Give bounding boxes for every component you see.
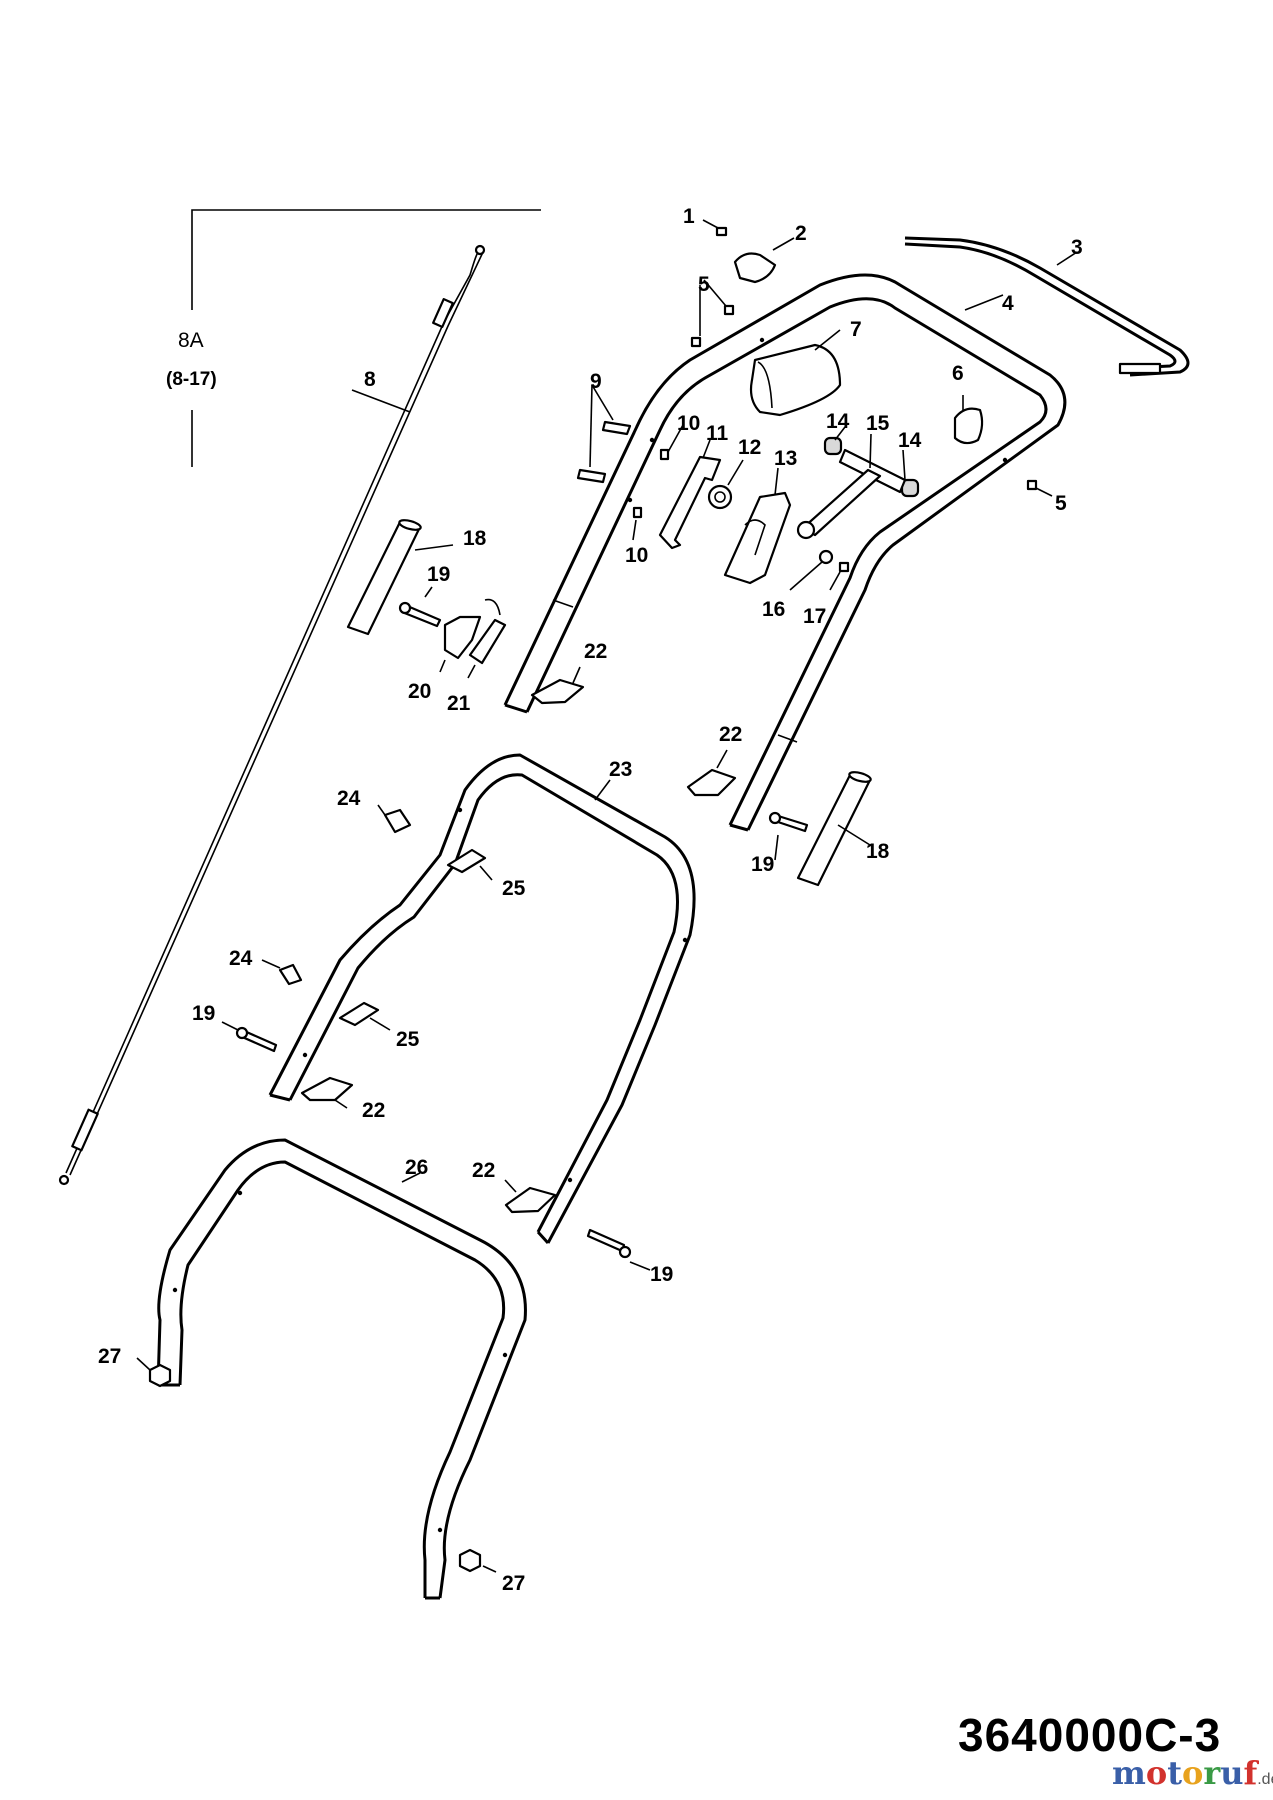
watermark-letter: m: [1112, 1754, 1146, 1792]
part-number-labels: 1 2 3 4 5 5 6 7 8 9 10 10 11 12 13 14 14…: [98, 205, 1083, 1595]
parts-24-25-inserts: [261, 804, 493, 1031]
label-part-6: 6: [952, 362, 964, 385]
label-part-22-d: 22: [472, 1159, 495, 1182]
label-part-10-top: 10: [677, 412, 700, 435]
label-part-14-right: 14: [898, 429, 922, 452]
label-part-24-b: 24: [229, 947, 253, 970]
label-part-5-top: 5: [698, 273, 710, 296]
part-23-middle-handle: [268, 753, 696, 1245]
label-part-15: 15: [866, 412, 890, 435]
label-part-3: 3: [1071, 236, 1083, 259]
group-bracket-8a: 8A (8-17): [166, 209, 541, 467]
document-code: 3640000C-3: [958, 1709, 1222, 1761]
label-part-10-bottom: 10: [625, 544, 648, 567]
parts-11-12-13-lever: [658, 439, 792, 585]
label-part-27-a: 27: [98, 1345, 121, 1368]
label-part-16: 16: [762, 598, 785, 621]
label-part-26: 26: [405, 1156, 428, 1179]
group-label: 8A: [178, 329, 204, 352]
part-22-cam-levers: [300, 666, 737, 1214]
label-part-7: 7: [850, 318, 862, 341]
label-part-8: 8: [364, 368, 376, 391]
part-7-cover: [749, 329, 842, 417]
parts-14-15-16-pin: [789, 426, 920, 591]
part-6-clip: [953, 395, 984, 445]
small-screws: [576, 219, 1053, 591]
part-2-clip: [733, 237, 795, 284]
label-part-22-c: 22: [362, 1099, 385, 1122]
label-part-27-b: 27: [502, 1572, 525, 1595]
watermark-tld: .de: [1257, 1771, 1273, 1788]
part-3-bail-bar: [904, 236, 1190, 377]
part-8-cable: [58, 244, 486, 1186]
label-part-12: 12: [738, 436, 761, 459]
part-26-lower-handle: [156, 1138, 527, 1600]
label-part-19-b: 19: [751, 853, 774, 876]
label-part-1: 1: [683, 205, 695, 228]
group-range: (8-17): [166, 369, 217, 390]
label-part-11: 11: [706, 422, 729, 445]
label-part-2: 2: [795, 222, 807, 245]
label-part-9: 9: [590, 370, 602, 393]
parts-18-21-clamp-left: [346, 519, 507, 679]
label-part-25-a: 25: [502, 877, 526, 900]
watermark-letter: o: [1181, 1754, 1204, 1792]
part-27-nuts: [136, 1357, 497, 1573]
label-part-17: 17: [803, 605, 826, 628]
label-part-23: 23: [609, 758, 632, 781]
label-part-19-a: 19: [427, 563, 450, 586]
watermark-letter: o: [1145, 1754, 1168, 1792]
label-part-5-right: 5: [1055, 492, 1067, 515]
label-part-18-right: 18: [866, 840, 890, 863]
label-part-13: 13: [774, 447, 797, 470]
watermark-letter: f: [1243, 1754, 1258, 1792]
label-part-22-b: 22: [719, 723, 742, 746]
label-part-24-a: 24: [337, 787, 361, 810]
label-part-18-left: 18: [463, 527, 487, 550]
label-part-21: 21: [447, 692, 471, 715]
label-part-14-left: 14: [826, 410, 850, 433]
watermark-letter: r: [1203, 1754, 1221, 1792]
label-part-20: 20: [408, 680, 431, 703]
watermark-letter: t: [1167, 1754, 1182, 1792]
label-part-4: 4: [1002, 292, 1014, 315]
watermark-letter: u: [1220, 1754, 1244, 1792]
label-part-25-b: 25: [396, 1028, 420, 1051]
label-part-19-c: 19: [192, 1002, 215, 1025]
label-part-22-a: 22: [584, 640, 607, 663]
label-part-19-d: 19: [650, 1263, 673, 1286]
part-4-upper-handle: [503, 273, 1067, 832]
parts-18-19-clamp-right: [768, 771, 872, 887]
part-19-bolts-lower: [221, 1021, 651, 1271]
motoruf-watermark-logo: motoruf.de: [1112, 1754, 1273, 1792]
